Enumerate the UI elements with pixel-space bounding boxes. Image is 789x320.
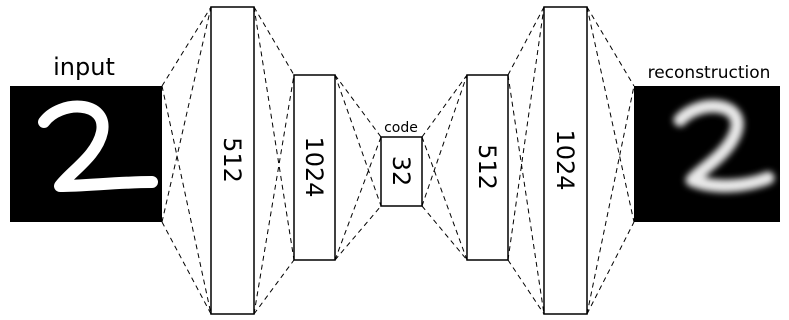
encoder-layer-1: 512 [210,6,255,315]
layer-2-label: 1024 [300,136,328,197]
connection-line [421,74,468,138]
connection-line [507,74,545,315]
connection-line [507,6,545,76]
input-label: input [53,53,115,81]
connection-line [253,259,295,315]
layer-4-label: 512 [473,144,501,190]
connection-line [334,205,382,261]
connection-line [507,6,545,261]
layer-5-label: 1024 [551,129,579,190]
reconstruction-image [634,86,780,222]
connection-line [334,136,382,261]
connection-line [161,6,212,223]
code-label: code [384,120,418,136]
connection-lines [161,6,635,315]
connection-line [586,6,635,223]
connection-line [161,85,212,315]
connection-line [334,74,382,138]
connection-line [586,6,635,87]
decoder-layer-2: 1024 [543,6,588,315]
connection-line [586,85,635,315]
connection-line [253,6,295,76]
connection-line [421,136,468,261]
connection-line [421,74,468,207]
input-image [10,86,162,222]
code-layer: 32 [380,136,423,207]
code-layer-label: 32 [387,156,415,187]
reconstruction-label: reconstruction [648,63,771,83]
connection-line [334,74,382,207]
digit-two [38,100,158,192]
connection-line [507,259,545,315]
connection-line [161,221,212,315]
layer-1-label: 512 [218,137,246,183]
connection-line [161,6,212,87]
connection-line [253,74,295,315]
connection-line [421,205,468,261]
connection-line [586,221,635,315]
decoder-layer-1: 512 [466,74,509,261]
connection-line [253,6,295,261]
digit-two-blurred [673,99,775,193]
encoder-layer-2: 1024 [293,74,336,261]
